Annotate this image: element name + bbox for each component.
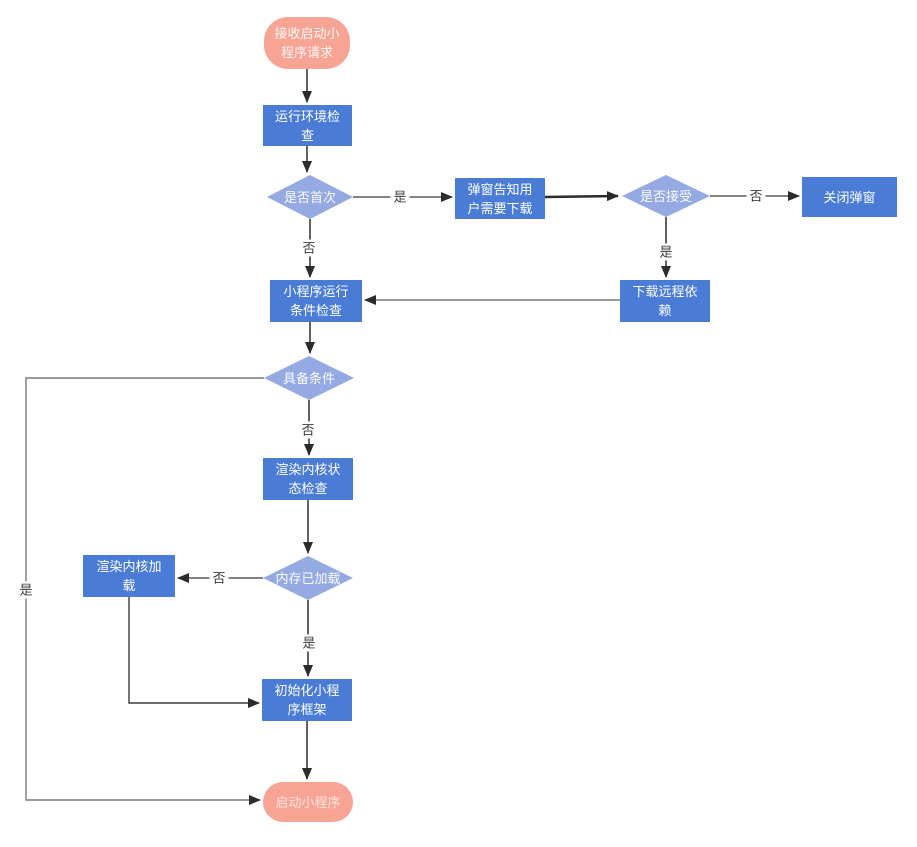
node-popup-inform[interactable]: 弹窗告知用户需要下载	[455, 178, 545, 219]
node-render-kernel-check[interactable]: 渲染内核状态检查	[263, 458, 353, 500]
edge-label-memory-loaded-yes: 是	[299, 634, 319, 652]
node-close-popup[interactable]: 关闭弹窗	[802, 177, 897, 217]
node-close-popup-label: 关闭弹窗	[823, 189, 876, 205]
edge-popup-inform-to-accept	[544, 191, 619, 202]
node-run-condition[interactable]: 小程序运行条件检查	[270, 280, 362, 322]
edge-label-accept-no: 否	[746, 187, 766, 205]
node-env-check[interactable]: 运行环境检查	[263, 105, 352, 146]
node-download-deps[interactable]: 下载远程依赖	[620, 280, 710, 322]
edge-label-first-time-no: 否	[299, 239, 319, 257]
node-start-terminal[interactable]: 接收启动小程序请求	[264, 17, 350, 69]
node-popup-inform-label: 弹窗告知用户需要下载	[467, 181, 533, 216]
node-render-kernel-load[interactable]: 渲染内核加载	[83, 555, 175, 597]
node-first-time-label: 是否首次	[283, 189, 336, 205]
edge-label-memory-loaded-no: 否	[209, 569, 229, 587]
node-init-framework-label: 初始化小程序框架	[274, 683, 340, 717]
node-launch-terminal[interactable]: 启动小程序	[263, 782, 353, 822]
node-start-label: 接收启动小程序请求	[274, 26, 340, 60]
edge-label-condition-met-no: 否	[298, 421, 318, 439]
edge-label-condition-met-yes: 是	[16, 581, 36, 599]
edge-label-accept-yes: 是	[656, 243, 676, 261]
node-download-deps-label: 下载远程依赖	[632, 284, 698, 318]
node-env-check-label: 运行环境检查	[274, 108, 340, 143]
node-condition-met-label: 具备条件	[282, 370, 335, 386]
edge-render-kernel-load-to-init-framework	[128, 597, 260, 708]
node-memory-loaded-label: 内存已加载	[275, 570, 341, 586]
node-init-framework[interactable]: 初始化小程序框架	[262, 679, 352, 721]
edge-label-first-time-yes: 是	[390, 188, 410, 206]
node-run-condition-label: 小程序运行条件检查	[283, 284, 349, 318]
node-render-kernel-load-label: 渲染内核加载	[96, 559, 162, 593]
node-accept-label: 是否接受	[639, 188, 692, 204]
node-render-kernel-check-label: 渲染内核状态检查	[275, 462, 341, 496]
node-launch-label: 启动小程序	[275, 794, 341, 810]
